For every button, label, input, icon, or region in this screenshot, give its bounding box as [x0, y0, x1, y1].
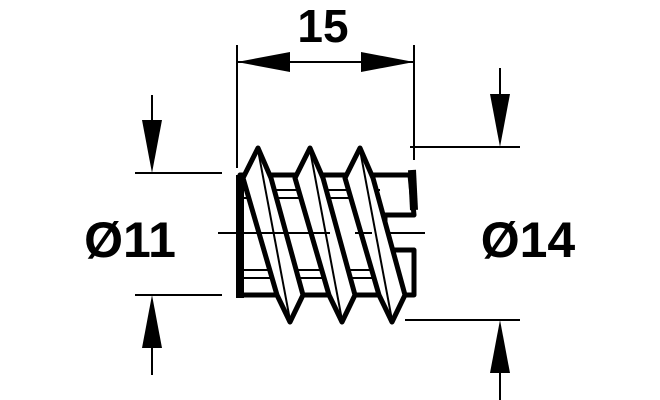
length-dimension	[236, 45, 415, 168]
inner-diameter-label: Ø11	[84, 212, 176, 268]
outer-diameter-dimension	[405, 68, 520, 400]
length-label: 15	[297, 0, 348, 52]
inner-diameter-dimension	[135, 95, 222, 375]
outer-diameter-label: Ø14	[481, 212, 576, 268]
threads	[240, 145, 408, 325]
